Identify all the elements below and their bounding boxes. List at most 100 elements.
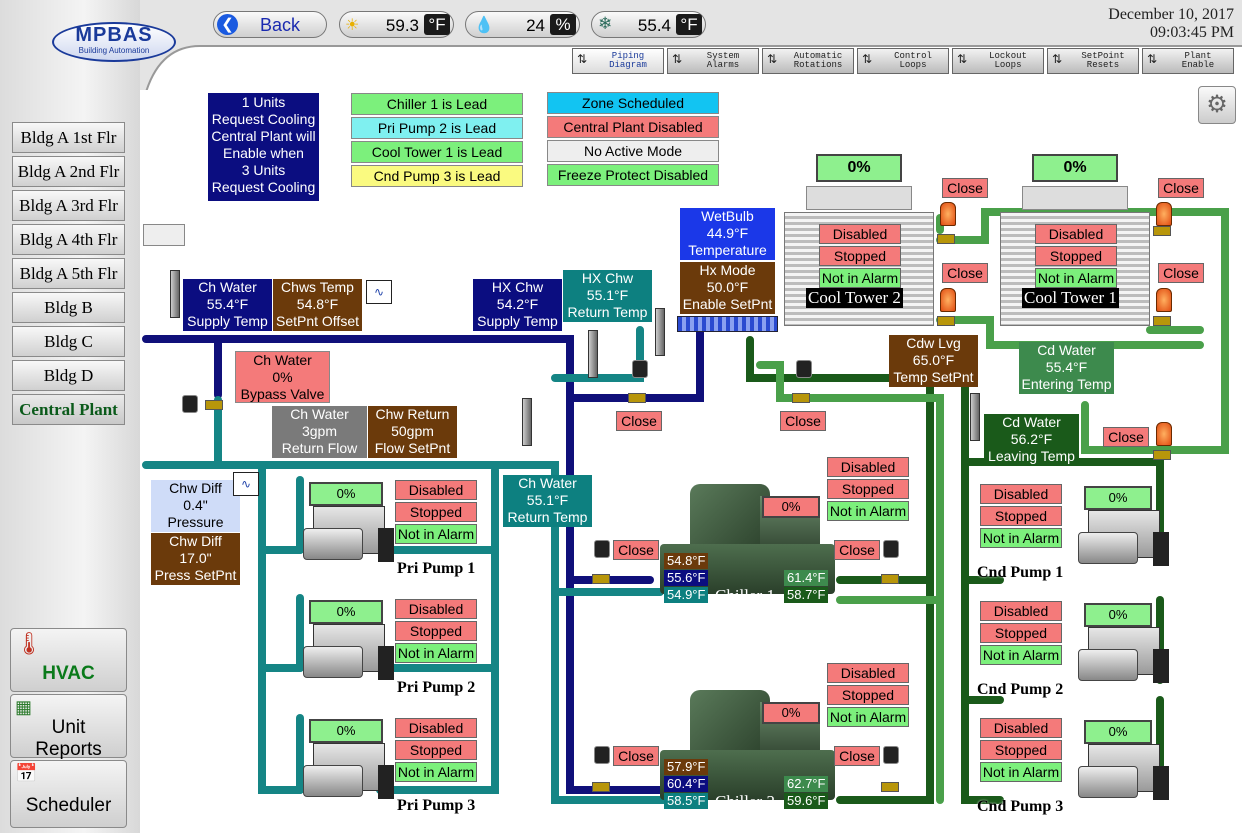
chiller-2-evap-valve-status: Close <box>613 746 659 766</box>
gear-icon: ⚙ <box>1206 91 1228 118</box>
back-button[interactable]: ❮ Back <box>213 11 327 38</box>
humidity-value: 24 <box>526 16 545 35</box>
trend-chart-icon[interactable]: ∿ <box>366 280 392 304</box>
trend-chart-icon[interactable]: ∿ <box>233 472 259 496</box>
dewpoint-value: 55.4 <box>637 16 671 35</box>
cnd-pump-2-speed: 0% <box>1084 603 1152 627</box>
point-desc: Return Temp <box>567 304 648 320</box>
outdoor-temp-unit: °F <box>424 14 450 35</box>
tower-name: Cool Tower 2 <box>806 288 903 308</box>
sidebar-item-bldg-a-2nd[interactable]: Bldg A 2nd Flr <box>12 156 125 187</box>
chiller-2-stopped: Stopped <box>827 685 909 705</box>
chiller-1-temp-3: 54.9°F <box>664 587 709 603</box>
controller-device <box>143 224 185 246</box>
chiller-2-temp-3: 58.5°F <box>664 793 709 809</box>
outdoor-temp-display: ☀ 59.3 °F <box>339 11 454 38</box>
cnd-pump-2-disabled: Disabled <box>980 601 1062 621</box>
date-display: December 10, 2017 <box>1108 6 1234 23</box>
units-request-panel: 1 Units Request Cooling Central Plant wi… <box>208 93 319 201</box>
tower1-supply-valve <box>1153 226 1171 236</box>
tower-name: Cool Tower 1 <box>1022 288 1119 308</box>
tower2-supply-valve-status: Close <box>942 178 988 198</box>
mode-freeze-protect: Freeze Protect Disabled <box>547 164 719 186</box>
cnd-pump-3-alarm: Not in Alarm <box>980 762 1062 782</box>
tower1-return-valve <box>1153 316 1171 326</box>
sidebar-item-central-plant[interactable]: Central Plant <box>12 394 125 425</box>
point-label: Chws Temp <box>281 279 354 295</box>
sidebar-item-bldg-d[interactable]: Bldg D <box>12 360 125 391</box>
chiller-1-temp-5: 58.7°F <box>784 587 829 603</box>
pri-pump-3 <box>303 743 399 803</box>
point-value: 65.0°F <box>912 352 955 368</box>
outdoor-temp-value: 59.3 <box>385 16 419 35</box>
pri-pump-1-label: Pri Pump 1 <box>397 560 476 577</box>
point-value: 44.9°F <box>706 225 749 241</box>
sidebar-item-bldg-c[interactable]: Bldg C <box>12 326 125 357</box>
point-label: Ch Water <box>198 279 257 295</box>
tower2-supply-actuator-icon <box>940 202 956 226</box>
cnd-pump-3-disabled: Disabled <box>980 718 1062 738</box>
cnd-pump-3-stopped: Stopped <box>980 740 1062 760</box>
cnd-pump-2-stopped: Stopped <box>980 623 1062 643</box>
chiller-2-name: Chiller 2 <box>715 792 775 811</box>
pri-pump-2 <box>303 624 399 684</box>
pri-pump-2-speed: 0% <box>309 600 383 624</box>
tower-top <box>806 186 912 210</box>
settings-button[interactable]: ⚙ <box>1198 86 1236 124</box>
tower1-supply-actuator-icon <box>1156 202 1172 226</box>
cnd-pump-1-stopped: Stopped <box>980 506 1062 526</box>
point-value: 54.8°F <box>296 296 339 312</box>
pri-pump-1 <box>303 506 399 566</box>
pri-pump-1-speed: 0% <box>309 482 383 506</box>
dewpoint-unit: °F <box>676 14 702 35</box>
tab-label: Enable <box>1181 60 1215 70</box>
sidebar-item-bldg-a-5th[interactable]: Bldg A 5th Flr <box>12 258 125 289</box>
hx-valve-status: Close <box>616 411 662 431</box>
chiller-compressor <box>690 690 770 760</box>
tower-alarm: Not in Alarm <box>819 268 901 288</box>
pri-pump-2-alarm: Not in Alarm <box>395 643 477 663</box>
point-desc: Flow SetPnt <box>374 440 451 456</box>
tower-fan-percent: 0% <box>1032 154 1118 182</box>
hvac-button[interactable]: 🌡 HVAC <box>10 628 127 692</box>
calendar-icon: 📅 <box>15 763 38 783</box>
sidebar-item-bldg-a-3rd[interactable]: Bldg A 3rd Flr <box>12 190 125 221</box>
tab-label: Plant <box>1184 51 1212 61</box>
back-label: Back <box>260 15 301 35</box>
point-value: 55.4°F <box>206 296 249 312</box>
chiller-1-load: 0% <box>762 496 820 518</box>
tab-label: Automatic <box>793 51 843 61</box>
chiller-1-temp-4: 61.4°F <box>784 570 829 586</box>
tab-label: Resets <box>1086 60 1120 70</box>
chiller-1-cond-actuator <box>883 540 899 558</box>
point-desc: Temp SetPnt <box>893 369 974 385</box>
point-desc: Press SetPnt <box>154 567 237 583</box>
chiller-2-temp-1: 57.9°F <box>664 759 709 775</box>
point-desc: Return Temp <box>507 509 588 525</box>
lead-chiller: Chiller 1 is Lead <box>351 93 523 115</box>
cnd-pump-2 <box>1078 627 1174 687</box>
sidebar-item-bldg-b[interactable]: Bldg B <box>12 292 125 323</box>
sidebar-item-bldg-a-4th[interactable]: Bldg A 4th Flr <box>12 224 125 255</box>
point-value: 55.1°F <box>586 287 629 303</box>
water-drop-icon: 💧 <box>474 17 494 34</box>
point-desc: Pressure <box>167 514 224 530</box>
point-desc: Enable SetPnt <box>682 296 773 312</box>
pri-pump-3-disabled: Disabled <box>395 718 477 738</box>
point-label: HX Chw <box>581 270 634 286</box>
chiller-1-temp-2: 55.6°F <box>664 570 709 586</box>
tower1-return-valve-status: Close <box>1158 263 1204 283</box>
scheduler-button[interactable]: 📅 Scheduler <box>10 760 127 828</box>
sidebar-item-bldg-a-1st[interactable]: Bldg A 1st Flr <box>12 122 125 153</box>
